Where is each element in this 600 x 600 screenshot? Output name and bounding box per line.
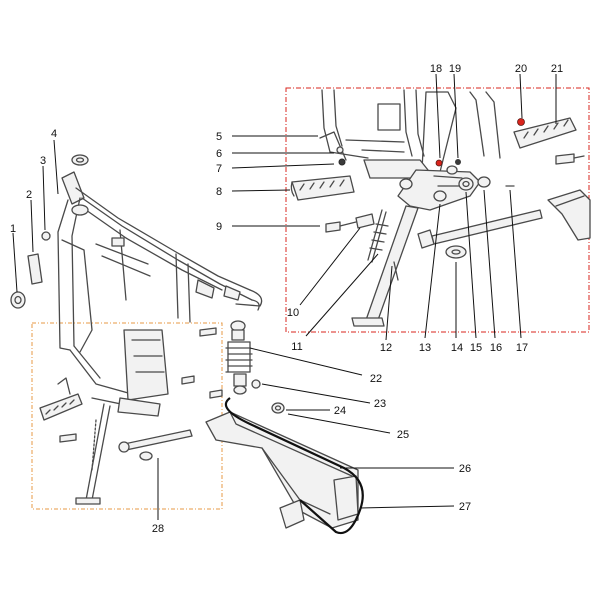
callout-22: 22 <box>370 373 382 385</box>
callout-23: 23 <box>374 398 386 410</box>
callout-15: 15 <box>470 342 482 354</box>
pin-washer-nut <box>319 131 347 166</box>
leader-lines <box>12 73 557 520</box>
callout-12: 12 <box>380 342 392 354</box>
callout-1: 1 <box>10 223 16 235</box>
bolt-and-spacer <box>325 213 375 233</box>
detail-frame-section <box>321 89 501 211</box>
callout-8: 8 <box>216 186 222 198</box>
callout-3: 3 <box>40 155 46 167</box>
left-small-parts <box>10 154 217 443</box>
callout-21: 21 <box>551 63 563 75</box>
pivot-bolt <box>118 429 193 461</box>
nut-19 <box>455 159 461 165</box>
shock-hardware <box>209 379 285 414</box>
rear-footpeg <box>513 117 577 149</box>
callout-26: 26 <box>459 463 471 475</box>
left-sidestand <box>75 403 111 505</box>
callout-27: 27 <box>459 501 471 513</box>
callout-10: 10 <box>287 307 299 319</box>
callout-6: 6 <box>216 148 222 160</box>
drive-chain <box>224 397 364 535</box>
callout-14: 14 <box>451 342 463 354</box>
callout-13: 13 <box>419 342 431 354</box>
swingarm-axle <box>417 209 543 249</box>
left-footpeg <box>39 377 83 421</box>
callout-19: 19 <box>449 63 461 75</box>
right-footpeg <box>290 175 355 201</box>
callout-11: 11 <box>291 341 302 353</box>
highlight-bolt-18 <box>435 159 443 167</box>
callout-24: 24 <box>334 405 346 417</box>
callout-17: 17 <box>516 342 528 354</box>
callout-numbers: 1 2 3 4 5 6 7 8 9 10 11 12 13 14 15 16 1… <box>10 63 563 535</box>
callout-28: 28 <box>152 523 164 535</box>
swingarm <box>205 411 359 529</box>
callout-5: 5 <box>216 131 222 143</box>
callout-4: 4 <box>51 128 57 140</box>
sidestand-detail <box>351 205 419 327</box>
callout-20: 20 <box>515 63 527 75</box>
detail-swingarm-end <box>547 153 591 241</box>
callout-9: 9 <box>216 221 222 233</box>
callout-25: 25 <box>397 429 409 441</box>
pivot-bushings <box>433 176 515 259</box>
motorcycle-frame <box>57 171 263 417</box>
sidestand-spring <box>367 209 389 263</box>
rear-shock-absorber <box>225 320 253 395</box>
callout-2: 2 <box>26 189 32 201</box>
callout-18: 18 <box>430 63 442 75</box>
callout-16: 16 <box>490 342 502 354</box>
highlight-bolt-20 <box>517 118 525 126</box>
callout-7: 7 <box>216 163 222 175</box>
